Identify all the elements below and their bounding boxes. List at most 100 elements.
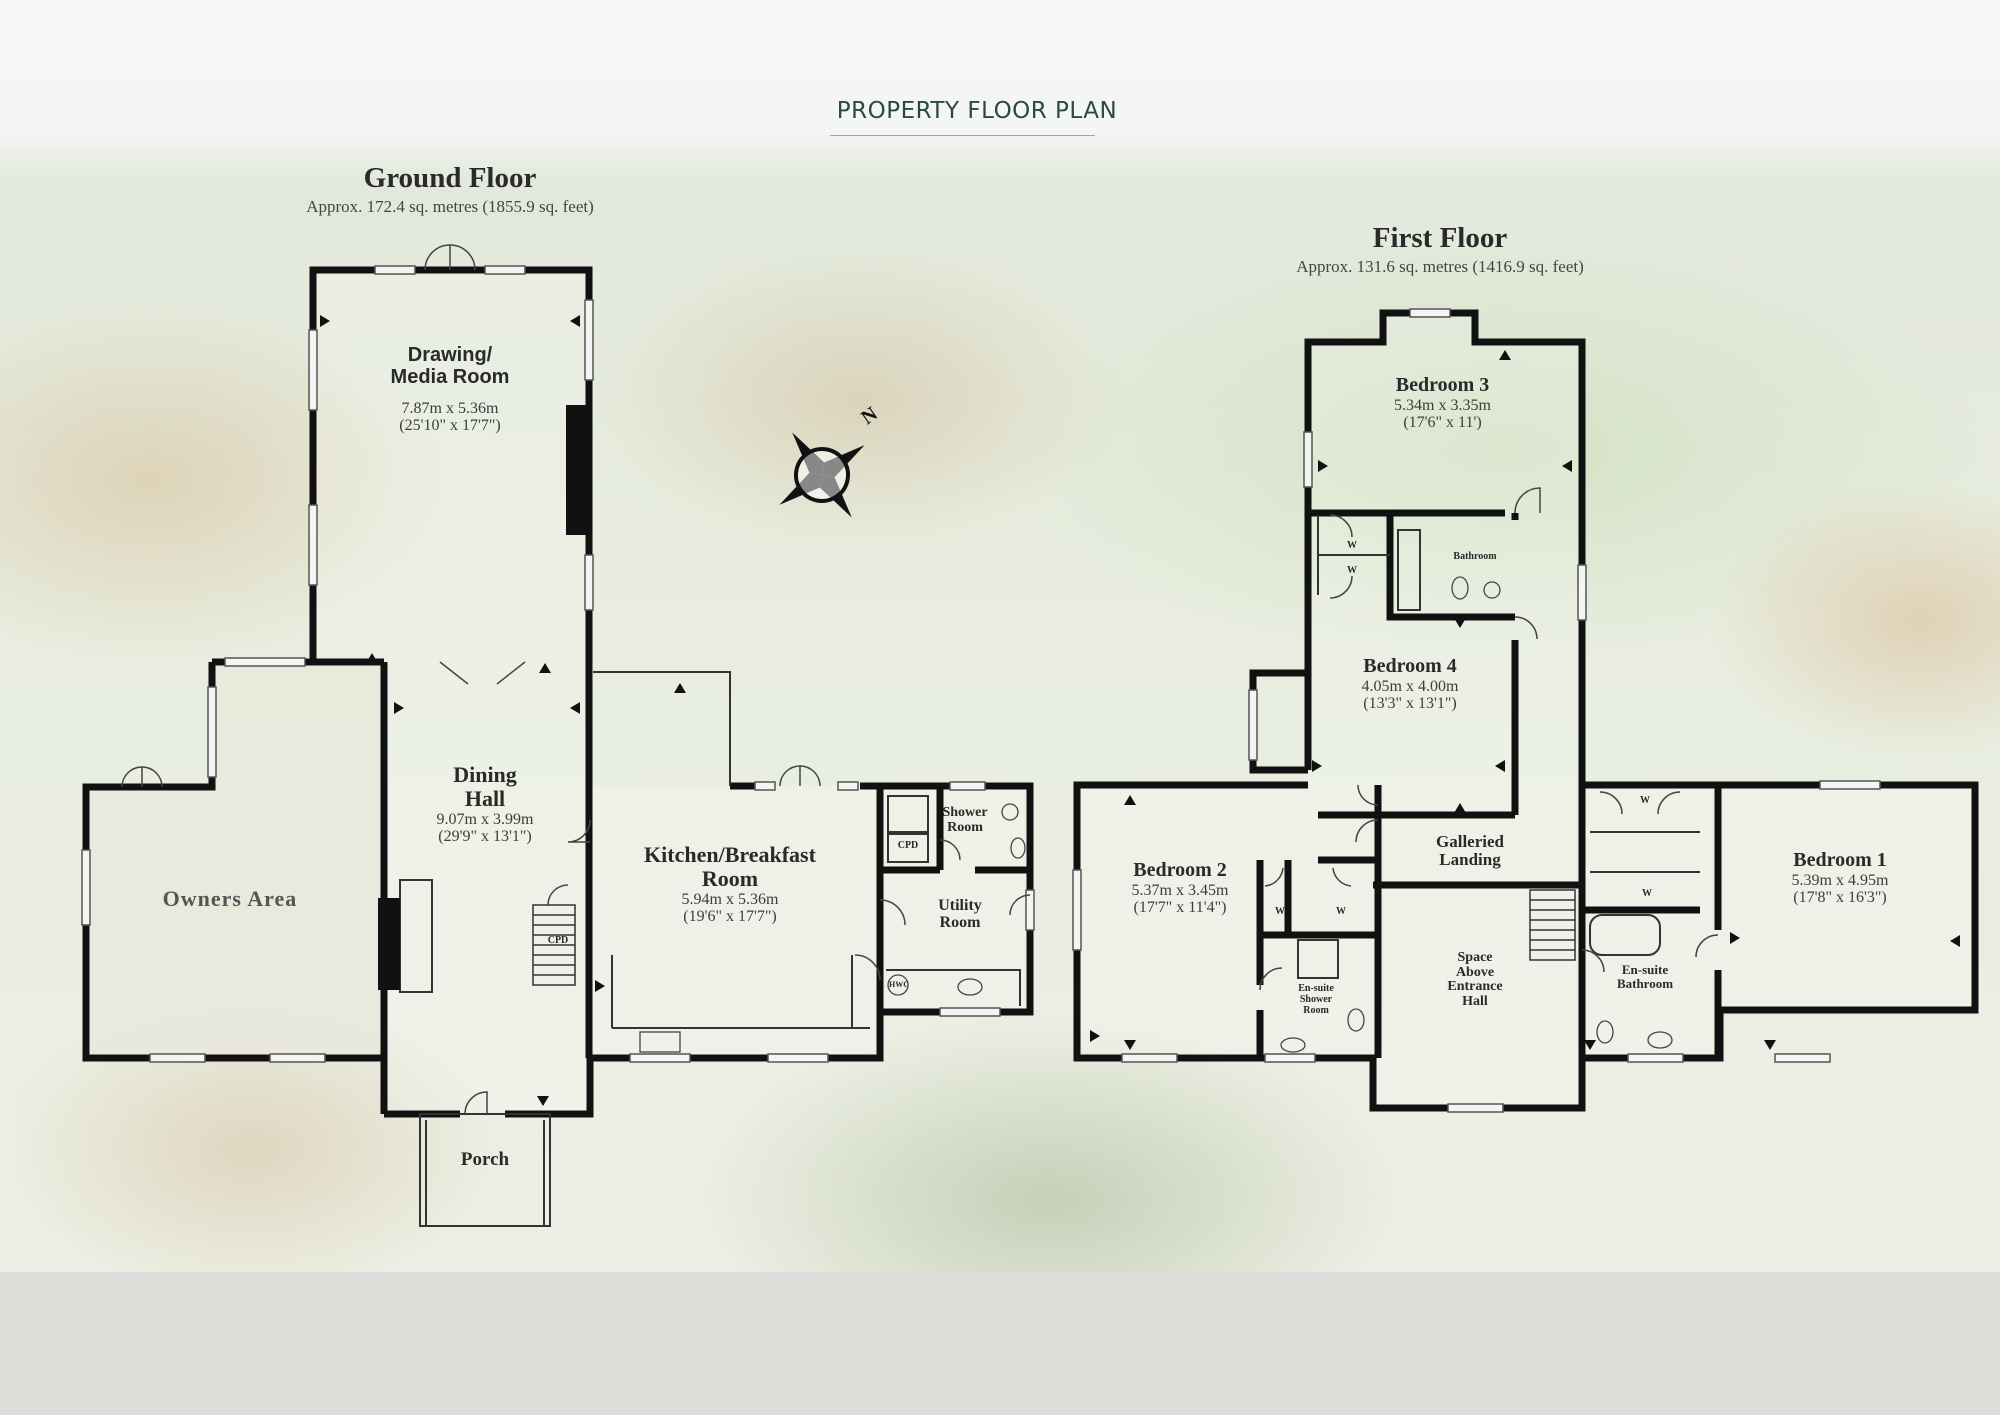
marker [1312, 760, 1322, 772]
marker [570, 315, 580, 327]
room-name: Bedroom 1 [1793, 849, 1887, 871]
ground-floor-thin-lines [399, 671, 1021, 1227]
door-swing-icon [1657, 791, 1681, 815]
sink-icon [1483, 581, 1501, 599]
ensuite-shower-label: En-suite Shower Room [1285, 983, 1347, 1016]
room-name: Bathroom [1616, 975, 1674, 991]
ensuite-bathroom-label: En-suite Bathroom [1600, 963, 1690, 990]
kitchen-label: Kitchen/Breakfast Room 5.94m x 5.36m (19… [600, 843, 860, 925]
window-icon [149, 1053, 206, 1063]
door-swing-icon [1514, 616, 1538, 640]
window-icon [1627, 1053, 1684, 1063]
room-name: Entrance [1447, 979, 1503, 995]
room-metric: 9.07m x 3.99m [436, 810, 534, 828]
bedroom-4-label: Bedroom 4 4.05m x 4.00m (13'3" x 13'1") [1310, 655, 1510, 712]
door-swing-icon [879, 899, 906, 926]
marker [1499, 350, 1511, 360]
door-swing-icon [464, 1091, 488, 1115]
window-icon [949, 781, 986, 791]
cpd-cupboard [887, 831, 929, 863]
compass-icon [779, 432, 865, 518]
porch-label: Porch [460, 1149, 510, 1170]
marker [366, 653, 378, 663]
marker [320, 315, 330, 327]
first-floor-fill [1077, 313, 1975, 1108]
first-floor-thin-lines [1297, 515, 1700, 979]
compass-north-label: N [857, 402, 882, 429]
room-imperial: (19'6" x 17'7") [683, 907, 777, 925]
window-icon [584, 299, 594, 381]
bath-icon [1397, 529, 1421, 611]
room-metric: 5.94m x 5.36m [681, 890, 779, 908]
page-title: PROPERTY FLOOR PLAN [836, 98, 1118, 124]
toilet-icon [1347, 1008, 1365, 1032]
marker [674, 683, 686, 693]
marker [539, 663, 551, 673]
marker [595, 980, 605, 992]
room-name: Dining [453, 762, 517, 787]
room-name: Bedroom 2 [1133, 859, 1227, 881]
cpd-label: CPD [897, 840, 919, 851]
window-icon [939, 1007, 1001, 1017]
sink-icon [1647, 1031, 1673, 1049]
room-imperial: (17'8" x 16'3") [1793, 888, 1887, 906]
marker [1454, 618, 1466, 628]
door-swing-icon [1599, 791, 1623, 815]
room-name: Galleried [1436, 832, 1504, 851]
room-name: Drawing/ [407, 344, 493, 366]
door-swing-icon [779, 765, 801, 787]
first-floor-markers [1090, 350, 1960, 1050]
shower-tray [887, 795, 929, 835]
bedroom-3-label: Bedroom 3 5.34m x 3.35m (17'6" x 11') [1340, 374, 1545, 431]
wardrobe-label: W [1347, 565, 1357, 576]
window-icon [629, 1053, 691, 1063]
sink-icon [639, 1031, 681, 1053]
toilet-icon [1010, 837, 1026, 859]
room-name: Shower [1299, 994, 1333, 1005]
room-name: Shower [942, 805, 988, 820]
window-icon [1025, 889, 1035, 931]
footer-band [0, 1272, 2000, 1415]
window-icon [1447, 1103, 1504, 1113]
door-swing-icon [1332, 867, 1352, 887]
door-swing-icon [1009, 894, 1031, 916]
wardrobe-label: W [1642, 888, 1652, 899]
first-floor-area: Approx. 131.6 sq. metres (1416.9 sq. fee… [1296, 257, 1584, 276]
room-metric: 5.34m x 3.35m [1394, 396, 1491, 414]
window-icon [374, 265, 416, 275]
marker [1764, 1040, 1776, 1050]
window-icon [1577, 564, 1587, 621]
compass-ring [794, 447, 850, 503]
sink-icon [957, 978, 983, 996]
ground-floor-fixtures [639, 803, 1026, 1053]
first-floor-plan [1072, 308, 1979, 1113]
room-imperial: (13'3" x 13'1") [1363, 694, 1457, 712]
room-imperial: (17'6" x 11') [1403, 413, 1482, 431]
shower-room-label: Shower Room [925, 805, 1005, 835]
room-name: Above [1455, 964, 1495, 980]
door-swing-icon [1514, 487, 1541, 514]
first-floor-fixtures [1280, 576, 1673, 1053]
owners-area-floor [86, 662, 384, 1058]
window-icon [754, 781, 776, 791]
room-name: Space [1457, 950, 1493, 965]
ground-floor-doors [121, 244, 1031, 1115]
marker [394, 702, 404, 714]
toilet-icon [1451, 576, 1469, 600]
door-swing-icon [121, 766, 143, 788]
window-icon [1303, 431, 1313, 488]
room-name: Utility [938, 897, 982, 914]
owners-area-label: Owners Area [162, 886, 298, 911]
window-icon [584, 554, 594, 611]
room-metric: 4.05m x 4.00m [1361, 677, 1459, 695]
door-swing-icon [1329, 514, 1353, 538]
door-swing-icon [1355, 819, 1379, 843]
room-name: En-suite [1298, 983, 1334, 994]
room-imperial: (17'7" x 11'4") [1133, 898, 1227, 916]
door-swing-icon [547, 884, 569, 906]
window-icon [269, 1053, 326, 1063]
room-name: Room [939, 913, 981, 931]
door-swing-icon [439, 661, 469, 685]
first-floor-windows [1072, 308, 1881, 1113]
wardrobe-label: W [1336, 906, 1346, 917]
